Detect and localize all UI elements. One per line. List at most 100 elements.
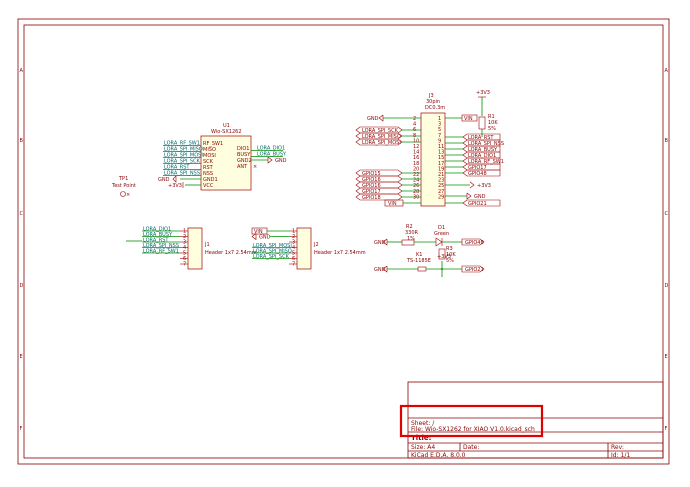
title-block: Sheet: / File: Wio-SX1262 for XIAO V1.0.…: [407, 381, 664, 459]
j3-pin-number: 2: [413, 116, 416, 122]
gnd-symbol: [172, 175, 177, 183]
j3-pin-number: 10: [413, 138, 419, 144]
j3-pin-number: 21: [438, 172, 444, 178]
j1-header[interactable]: 1234567LORA_DIO1LORA_BUSYLORA_RSTLORA_SP…: [126, 226, 257, 270]
frame-row-label: B: [665, 138, 669, 144]
global-label: [462, 151, 501, 159]
global-label: [462, 145, 501, 153]
j3-pin-number: 12: [413, 144, 419, 150]
led-block[interactable]: R2 330R 1% D1 Green GND GPIO48: [374, 224, 485, 247]
svg-text:GND: GND: [374, 240, 386, 246]
j3-pin-number: 16: [413, 155, 419, 161]
frame-row-label: C: [20, 211, 24, 217]
svg-text:Header 1x7 2.54mm: Header 1x7 2.54mm: [205, 250, 257, 256]
svg-text:DC0.3m: DC0.3m: [425, 105, 445, 111]
j3-pin-number: 23: [438, 178, 444, 184]
u1-pin-name: GND1: [203, 177, 218, 183]
gnd-symbol: [267, 156, 273, 164]
highlight-box: [399, 404, 544, 438]
global-label: [462, 163, 501, 171]
net-label: LORA_SPI_MISO: [362, 134, 401, 140]
j2-pins: 1234567VINGNDLORA_SPI_MOSILORA_SPI_MISOL…: [251, 227, 297, 268]
svg-text:D1: D1: [438, 225, 445, 231]
svg-text:K1: K1: [416, 252, 422, 258]
svg-text:GND: GND: [474, 194, 486, 200]
j3-pin-number: 24: [413, 178, 419, 184]
net-label: GPIO16: [362, 183, 381, 189]
net-label: LORA_DIO1: [257, 146, 285, 152]
j2-pin-number: 5: [292, 251, 295, 257]
u1-pin-name: GND2: [237, 158, 252, 164]
no-connect-icon: ×: [126, 192, 130, 198]
rev-label: Rev:: [611, 444, 624, 451]
j1-pin-number: 3: [183, 240, 186, 246]
global-label: [355, 138, 403, 146]
r2-resistor: [401, 239, 415, 246]
u1-ref: U1: [223, 123, 230, 129]
net-label: VIN: [254, 229, 263, 235]
u1-body: [200, 135, 252, 191]
net-label: LORA_BUSY: [143, 232, 173, 238]
button-block[interactable]: +3V3 R3 10K 5% K1 TS-1185E GND GPIO21: [374, 246, 485, 277]
net-label: GPIO21: [468, 201, 487, 207]
frame-row-label: F: [665, 426, 668, 432]
j3-left-labels: LORA_SPI_SCKLORA_SPI_MISOLORA_SPI_MOSIGP…: [355, 126, 421, 201]
net-label: LORA_DIO1: [143, 226, 171, 232]
svg-text:TS-1185E: TS-1185E: [406, 258, 431, 264]
net-label: LORA_SPI_NSS: [164, 171, 200, 177]
j2-body: [296, 227, 312, 270]
j3-pin-number: 3: [438, 122, 441, 128]
net-label: LORA_DIO1: [468, 153, 496, 159]
j3-right-labels: LORA_RSTLORA_SPI_NSSLORA_BUSYLORA_DIO1LO…: [445, 133, 504, 207]
net-label: LORA_RF_SW1: [468, 159, 504, 165]
j3-pin-number: 14: [413, 150, 419, 156]
j3-body: [420, 112, 446, 207]
kicad-version: KiCad E.D.A. 8.0.0: [411, 452, 466, 459]
r1-resistor[interactable]: R1 10K 5%: [478, 114, 498, 137]
j3-pin-number: 9: [438, 138, 441, 144]
sheet-name: Sheet: /: [411, 420, 435, 427]
svg-text:1%: 1%: [407, 236, 415, 242]
sheet-id: Id: 1/1: [611, 452, 630, 459]
svg-text:R3: R3: [446, 246, 453, 252]
svg-text:+3V3: +3V3: [437, 254, 451, 260]
j2-pin-number: 6: [292, 256, 295, 262]
net-label: LORA_SPI_MOSI: [253, 243, 292, 249]
j3-pin-number: 19: [438, 166, 444, 172]
tp1-test-point[interactable]: TP1 Test Point ×: [111, 176, 136, 198]
j3-pin-number: 17: [438, 161, 444, 167]
net-label: LORA_SPI_MISO: [253, 248, 292, 254]
date-label: Date:: [463, 444, 479, 451]
svg-text:R1: R1: [488, 114, 495, 120]
j3-pin-number: 26: [413, 183, 419, 189]
u1-pin-name: VCC: [203, 183, 214, 189]
j1-pin-number: 7: [183, 262, 186, 268]
u1-module[interactable]: U1 Wio-SX1262 RF_SW1MISOMOSISCKRSTNSSGND…: [158, 123, 287, 191]
no-connect-icon: ×: [253, 164, 257, 170]
net-label: LORA_RST: [164, 165, 190, 171]
svg-text:VIN: VIN: [464, 116, 473, 122]
frame-row-label: D: [20, 283, 24, 289]
net-label: LORA_BUSY: [468, 147, 498, 153]
svg-text:GPIO21: GPIO21: [465, 267, 484, 273]
global-label: [462, 199, 501, 207]
frame-row-label: A: [665, 68, 669, 74]
j1-pin-number: 5: [183, 251, 186, 257]
u1-pin-name: BUSY: [237, 152, 251, 158]
frame-row-label: A: [20, 68, 24, 74]
j2-pin-number: 2: [292, 234, 295, 240]
j3-pin-number: 13: [438, 150, 444, 156]
j1-pins: 1234567LORA_DIO1LORA_BUSYLORA_RSTLORA_SP…: [142, 226, 188, 268]
global-label: [462, 139, 501, 147]
j3-pin-number: 11: [438, 144, 444, 150]
svg-text:GPIO48: GPIO48: [465, 240, 484, 246]
svg-text:J2: J2: [313, 242, 319, 248]
j2-header[interactable]: 1234567VINGNDLORA_SPI_MOSILORA_SPI_MISOL…: [251, 227, 366, 270]
j1-body: [187, 227, 203, 270]
j1-pin-number: 6: [183, 256, 186, 262]
u1-pin-name: DIO1: [237, 146, 249, 152]
inner-frame: [23, 24, 664, 459]
r3-resistor: [438, 248, 446, 260]
u1-pin-name: RF_SW1: [203, 141, 223, 147]
